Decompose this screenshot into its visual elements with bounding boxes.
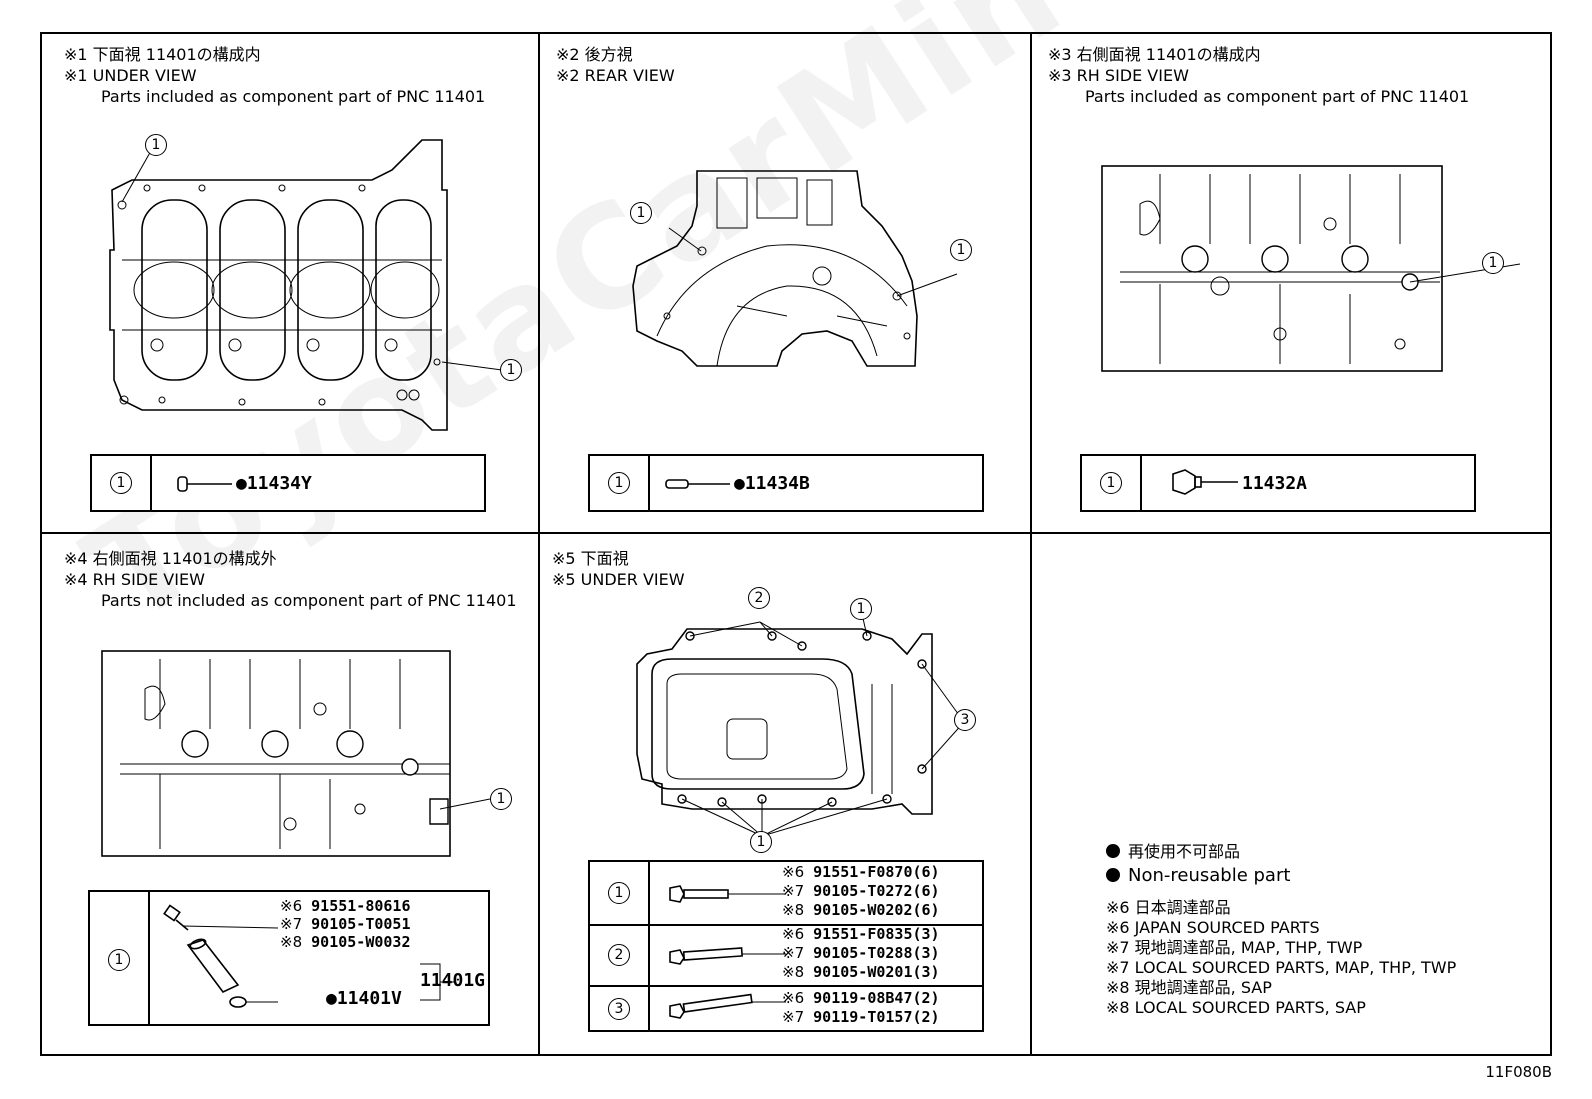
legend-note-1: ※6 日本調達部品	[1106, 898, 1231, 917]
panel-2-title-jp: ※2 後方視	[556, 45, 633, 64]
panel-2-parts-table: 1 ●11434B	[588, 454, 984, 512]
legend-note-4: ※7 LOCAL SOURCED PARTS, MAP, THP, TWP	[1106, 958, 1457, 977]
panel-5-parts-table: 1 ※6 91551-F0870(6) ※7 90105-T0272(6) ※8…	[588, 860, 984, 1032]
assembly-bracket	[420, 963, 456, 1001]
diagram-sheet: ※1 下面視 11401の構成内 ※1 UNDER VIEW Parts inc…	[40, 32, 1552, 1056]
panel-4-bolt-row-3: ※8 90105-W0032	[280, 933, 411, 951]
panel-5-row-2-callout: 2	[608, 944, 630, 966]
dowel-pin-icon	[177, 476, 232, 492]
panel-3-part-number: 11432A	[1242, 473, 1308, 494]
panel-5-callout-1-bottom: 1	[750, 831, 772, 853]
panel-5-callout-1-top: 1	[850, 598, 872, 620]
panel-3-parts-table: 1 11432A	[1080, 454, 1476, 512]
panel-5-oil-pan-under-view	[636, 613, 965, 837]
panel-1-callout-right: 1	[500, 359, 522, 381]
panel-4-bolt-row-2: ※7 90105-T0051	[280, 915, 411, 933]
legend-nonreusable-jp: 再使用不可部品	[1106, 842, 1456, 862]
panel-3-title-en: ※3 RH SIDE VIEW	[1048, 66, 1189, 85]
legend-note-5: ※8 現地調達部品, SAP	[1106, 978, 1272, 997]
panel-2-callout-right: 1	[950, 239, 972, 261]
panel-5-title-en: ※5 UNDER VIEW	[552, 570, 685, 589]
panel-2-part-number: ●11434B	[734, 473, 810, 494]
panel-2-header: ※2 後方視 ※2 REAR VIEW	[556, 44, 675, 86]
panel-5-callout-2: 2	[748, 587, 770, 609]
panel-3-engine-block-rh-side-view	[1101, 165, 1521, 372]
panel-1-subtitle: Parts included as component part of PNC …	[101, 87, 486, 106]
panel-4-sub-part-number: ●11401V	[326, 988, 402, 1009]
panel-5-row-1-item-3: ※8 90105-W0202(6)	[782, 901, 940, 919]
legend-note-6: ※8 LOCAL SOURCED PARTS, SAP	[1106, 998, 1366, 1017]
panel-4-parts-callout: 1	[108, 949, 130, 971]
panel-4-parts-table: 1 ※6 91551-80616 ※7 90105-T0051 ※8 90105…	[88, 890, 490, 1026]
plug-icon	[1172, 469, 1238, 495]
legend: 再使用不可部品 Non-reusable part ※6 日本調達部品 ※6 J…	[1106, 842, 1456, 1018]
sensor-bolt-icon	[163, 904, 279, 1008]
panel-1-header: ※1 下面視 11401の構成内 ※1 UNDER VIEW Parts inc…	[64, 44, 485, 107]
panel-3-parts-callout: 1	[1100, 472, 1122, 494]
divider-v1	[538, 34, 540, 1054]
panel-4-assembly-number: 11401G	[420, 970, 486, 991]
legend-note-3: ※7 現地調達部品, MAP, THP, TWP	[1106, 938, 1363, 957]
panel-1-title-en: ※1 UNDER VIEW	[64, 66, 197, 85]
panel-5-row-2-item-1: ※6 91551-F0835(3)	[782, 925, 940, 943]
panel-5-row-3-callout: 3	[608, 998, 630, 1020]
bolt-icon	[669, 885, 786, 903]
divider-v2	[1030, 34, 1032, 1054]
panel-5-row-3-item-2: ※7 90119-T0157(2)	[782, 1008, 940, 1026]
panel-4-title-en: ※4 RH SIDE VIEW	[64, 570, 205, 589]
bolt-icon	[669, 947, 786, 965]
panel-4-subtitle: Parts not included as component part of …	[101, 591, 517, 610]
panel-4-bolt-row-1: ※6 91551-80616	[280, 897, 411, 915]
panel-2-callout-left: 1	[630, 202, 652, 224]
bolt-icon	[669, 993, 786, 1019]
panel-2-engine-block-rear-view	[632, 170, 958, 367]
panel-1-parts-callout: 1	[110, 472, 132, 494]
panel-3-subtitle: Parts included as component part of PNC …	[1085, 87, 1470, 106]
panel-3-header: ※3 右側面視 11401の構成内 ※3 RH SIDE VIEW Parts …	[1048, 44, 1469, 107]
panel-5-row-3-item-1: ※6 90119-08B47(2)	[782, 989, 940, 1007]
panel-5-row-2-item-3: ※8 90105-W0201(3)	[782, 963, 940, 981]
panel-5-row-1-item-2: ※7 90105-T0272(6)	[782, 882, 940, 900]
panel-1-callout-top: 1	[145, 134, 167, 156]
panel-5-row-2-item-2: ※7 90105-T0288(3)	[782, 944, 940, 962]
panel-2-parts-callout: 1	[608, 472, 630, 494]
panel-5-row-1-item-1: ※6 91551-F0870(6)	[782, 863, 940, 881]
panel-4-callout: 1	[490, 788, 512, 810]
legend-nonreusable-en: Non-reusable part	[1106, 866, 1456, 886]
panel-5-row-1-callout: 1	[608, 882, 630, 904]
divider-h	[42, 532, 1550, 534]
reference-code: 11F080B	[1485, 1063, 1552, 1081]
panel-1-engine-block-under-view	[109, 139, 503, 431]
dowel-pin-icon	[665, 479, 730, 489]
bullet-icon	[1106, 868, 1120, 882]
panel-4-header: ※4 右側面視 11401の構成外 ※4 RH SIDE VIEW Parts …	[64, 548, 517, 611]
panel-5-title-jp: ※5 下面視	[552, 549, 629, 568]
panel-1-parts-table: 1 ●11434Y	[90, 454, 486, 512]
panel-4-title-jp: ※4 右側面視 11401の構成外	[64, 549, 277, 568]
panel-5-header: ※5 下面視 ※5 UNDER VIEW	[552, 548, 685, 590]
panel-3-title-jp: ※3 右側面視 11401の構成内	[1048, 45, 1261, 64]
panel-1-title-jp: ※1 下面視 11401の構成内	[64, 45, 261, 64]
panel-5-callout-3: 3	[954, 709, 976, 731]
bullet-icon	[1106, 844, 1120, 858]
panel-4-engine-block-rh-side-view	[101, 650, 491, 857]
panel-2-title-en: ※2 REAR VIEW	[556, 66, 675, 85]
legend-note-2: ※6 JAPAN SOURCED PARTS	[1106, 918, 1320, 937]
panel-1-part-number: ●11434Y	[236, 473, 312, 494]
panel-3-callout: 1	[1482, 252, 1504, 274]
